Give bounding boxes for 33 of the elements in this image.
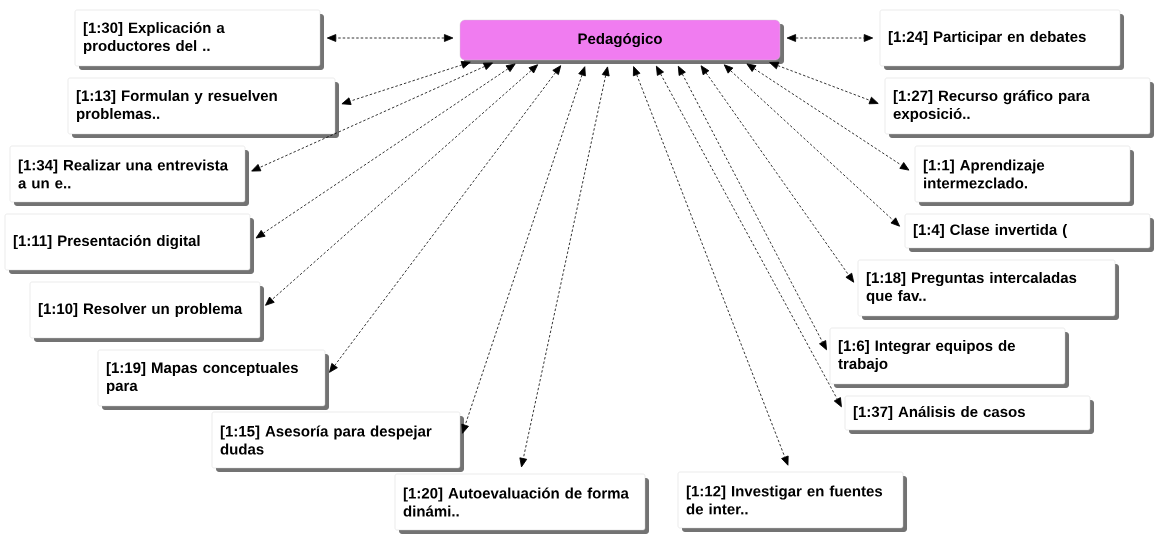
arrow: [632, 66, 789, 466]
quotation-box: [1:27] Recurso gráfico para exposició..: [884, 77, 1154, 138]
quotation-box: [1:19] Mapas conceptuales para: [97, 349, 329, 410]
arrow: [251, 62, 493, 172]
quotation-box: [1:24] Participar en debates: [879, 9, 1124, 70]
arrow: [265, 64, 539, 306]
quotation-box: [1:13] Formulan y resuelven problemas..: [67, 77, 339, 138]
arrow: [255, 63, 516, 239]
arrow: [700, 65, 855, 283]
quotation-box: [1:6] Integrar equipos de trabajo: [829, 327, 1069, 388]
arrow: [723, 64, 900, 227]
quotation-box: [1:20] Autoevaluación de forma dinámi..: [394, 473, 649, 534]
quotation-box: [1:12] Investigar en fuentes de inter..: [677, 471, 907, 532]
code-box: Pedagógico: [459, 19, 784, 64]
quotation-box: [1:34] Realizar una entrevista a un e..: [9, 145, 249, 206]
quotation-box: [1:11] Presentación digital: [4, 213, 254, 274]
arrow: [769, 61, 879, 105]
arrow: [656, 65, 842, 408]
arrow: [677, 65, 827, 351]
arrow: [341, 61, 471, 105]
arrow: [786, 34, 874, 42]
arrow: [461, 66, 586, 434]
quotation-box: [1:10] Resolver un problema: [29, 281, 264, 342]
arrow: [326, 34, 454, 42]
quotation-box: [1:30] Explicación a productores del ..: [74, 9, 324, 70]
quotation-box: [1:37] Análisis de casos: [844, 395, 1094, 434]
quotation-box: [1:18] Preguntas intercaladas que fav..: [857, 259, 1119, 320]
arrow: [519, 66, 610, 468]
arrow: [329, 65, 562, 373]
quotation-box: [1:4] Clase invertida (: [904, 213, 1154, 252]
quotation-box: [1:1] Aprendizaje intermezclado.: [914, 145, 1134, 206]
arrow: [746, 63, 910, 171]
quotation-box: [1:15] Asesoría para despejar dudas: [211, 411, 464, 472]
